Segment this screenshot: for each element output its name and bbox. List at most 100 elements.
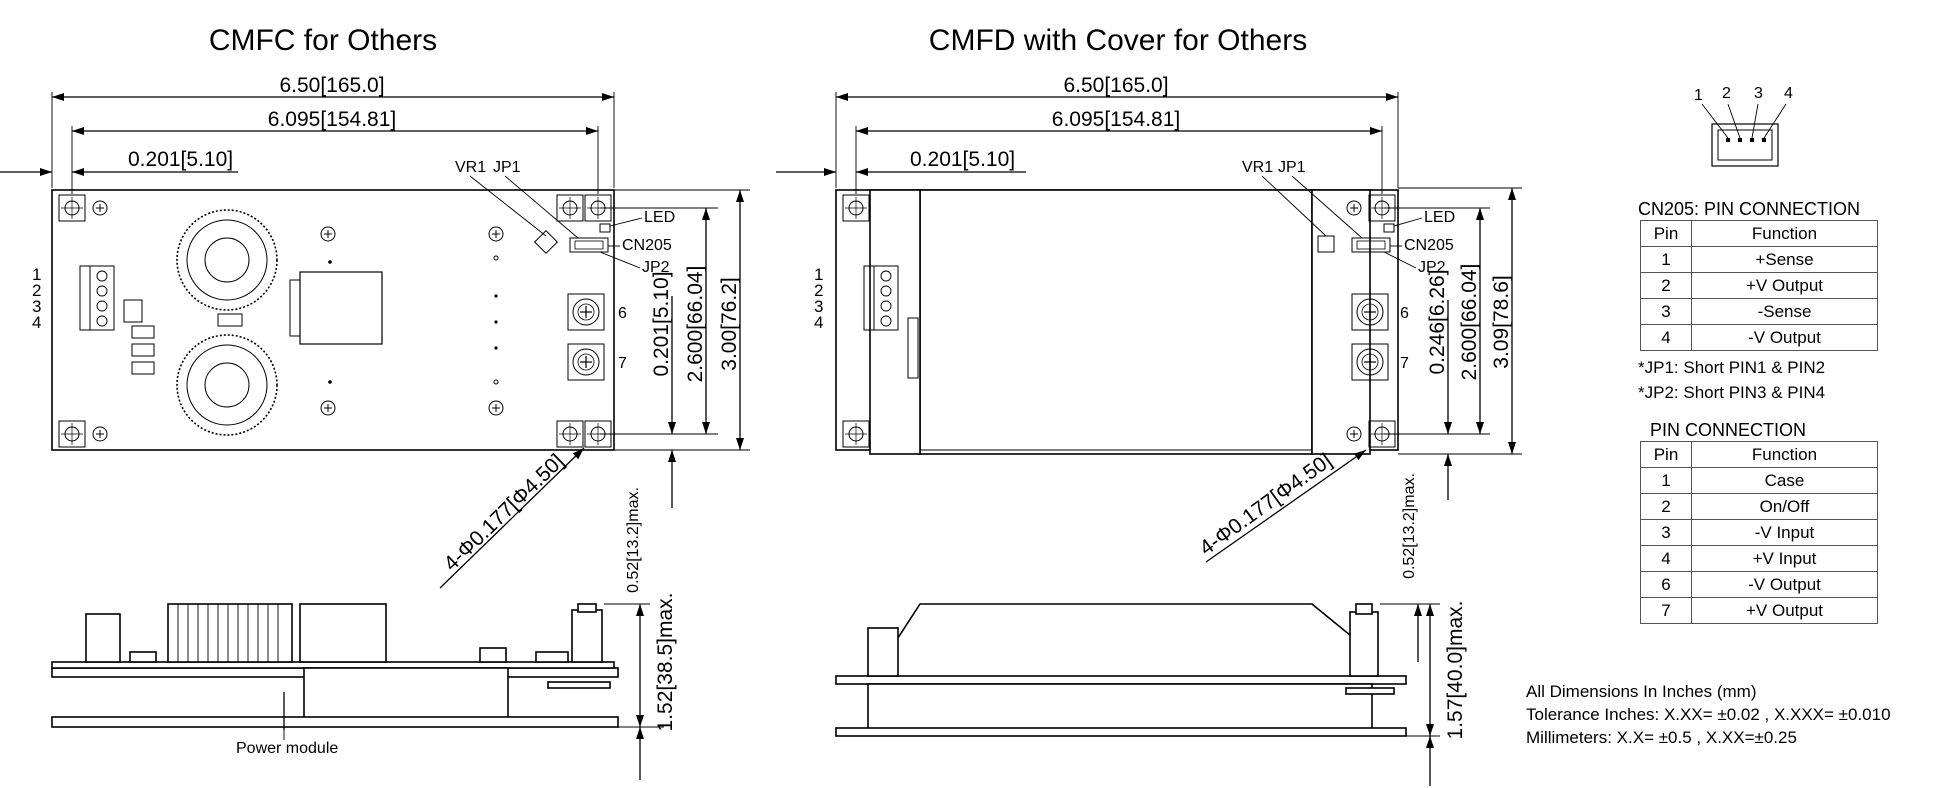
input-pin-3: 3 xyxy=(32,297,41,316)
table-cell-function: On/Off xyxy=(1691,493,1878,520)
connector-pin-3: 3 xyxy=(1754,85,1763,102)
cover-outline xyxy=(919,189,1313,455)
table-cell-function: +Sense xyxy=(1691,246,1878,273)
table-cell-function: -V Input xyxy=(1691,519,1878,546)
table-cell-pin: 2 xyxy=(1640,272,1692,299)
jumper-note-jp2: *JP2: Short PIN3 & PIN4 xyxy=(1638,383,1826,402)
left-board-outline xyxy=(51,189,615,451)
table-row: 6 -V Output xyxy=(1640,571,1878,598)
label-vr1: VR1 xyxy=(1242,159,1273,176)
cn205-connector-icon xyxy=(569,237,609,253)
table-row: 2 +V Output xyxy=(1640,272,1878,299)
toroid-inductor-icon xyxy=(176,209,278,311)
dim-left-overall-width: 6.50[165.0] xyxy=(279,74,384,97)
dim-right-hole-offset: 0.201[5.10] xyxy=(910,148,1015,171)
input-pin-2: 2 xyxy=(32,281,41,300)
led-icon xyxy=(599,223,611,233)
label-terminal-7: 7 xyxy=(618,355,627,372)
table-header-cell: Function xyxy=(1691,220,1878,247)
table-cell-pin: 3 xyxy=(1640,519,1692,546)
connector-pin-1: 1 xyxy=(1694,87,1703,104)
dim-right-overall-width: 6.50[165.0] xyxy=(1063,74,1168,97)
table-cell-pin: 1 xyxy=(1640,467,1692,494)
dim-left-mount-holes: 4-Φ0.177[Φ4.50] xyxy=(439,450,568,576)
label-terminal-7: 7 xyxy=(1400,355,1409,372)
dim-right-side-height: 1.57[40.0]max. xyxy=(1444,601,1467,740)
connector-housing-icon xyxy=(1711,123,1779,167)
table-cell-function: +V Output xyxy=(1691,272,1878,299)
label-jp2: JP2 xyxy=(642,259,670,276)
label-led: LED xyxy=(644,209,675,226)
input-pin-3: 3 xyxy=(814,297,823,316)
note-tolerance-mm: Millimeters: X.X= ±0.5 , X.XX=±0.25 xyxy=(1526,728,1797,747)
label-jp1: JP1 xyxy=(1278,159,1306,176)
table-cell-function: -V Output xyxy=(1691,571,1878,598)
label-terminal-6: 6 xyxy=(618,305,627,322)
dim-left-clearance: 0.52[13.2]max. xyxy=(625,487,642,593)
connector-pin-4: 4 xyxy=(1784,85,1793,102)
input-pin-1: 1 xyxy=(32,265,41,284)
table-row: 7 +V Output xyxy=(1640,597,1878,624)
cover-side-icon xyxy=(866,603,1357,685)
cn205-connector-icon xyxy=(1351,237,1391,253)
cn205-pin-table: Pin Function 1 +Sense 2 +V Output 3 -Sen… xyxy=(1640,220,1878,351)
dim-right-mount-holes: 4-Φ0.177[Φ4.50] xyxy=(1195,449,1336,560)
table-cell-pin: 7 xyxy=(1640,597,1692,624)
left-top-view: VR1 JP1 LED CN205 JP2 6 7 1 2 3 4 xyxy=(32,159,675,451)
pin-tables-panel: CN205: PIN CONNECTION Pin Function 1 +Se… xyxy=(1638,198,1878,624)
label-cn205: CN205 xyxy=(1404,237,1454,254)
jumper-notes: *JP1: Short PIN1 & PIN2 *JP2: Short PIN3… xyxy=(1638,355,1878,405)
table-cell-pin: 1 xyxy=(1640,246,1692,273)
left-view-title: CMFC for Others xyxy=(209,24,437,57)
table-cell-function: +V Input xyxy=(1691,545,1878,572)
dim-right-overall-height: 3.09[78.6] xyxy=(1490,275,1513,368)
input-pin-4: 4 xyxy=(814,313,823,332)
note-tolerance-inches: Tolerance Inches: X.XX= ±0.02 , X.XXX= ±… xyxy=(1526,705,1891,724)
label-vr1: VR1 xyxy=(455,159,486,176)
connector-pin-2: 2 xyxy=(1722,85,1731,102)
dim-left-overall-height: 3.00[76.2] xyxy=(718,277,741,370)
table-header-row: Pin Function xyxy=(1640,220,1878,247)
table-cell-function: +V Output xyxy=(1691,597,1878,624)
general-notes: All Dimensions In Inches (mm) Tolerance … xyxy=(1526,680,1891,749)
table-row: 1 Case xyxy=(1640,467,1878,494)
cn205-table-caption: CN205: PIN CONNECTION xyxy=(1638,199,1861,219)
dim-left-hole-height: 2.600[66.04] xyxy=(684,266,707,383)
table-header-row: Pin Function xyxy=(1640,441,1878,468)
label-cn205: CN205 xyxy=(622,237,672,254)
right-view-title: CMFD with Cover for Others xyxy=(929,24,1307,57)
table-cell-pin: 4 xyxy=(1640,324,1692,351)
table-row: 4 +V Input xyxy=(1640,545,1878,572)
table-row: 1 +Sense xyxy=(1640,246,1878,273)
table-cell-pin: 6 xyxy=(1640,571,1692,598)
capacitor-side-icon xyxy=(299,603,387,663)
dim-right-hole-height: 2.600[66.04] xyxy=(1458,264,1481,381)
table-row: 3 -V Input xyxy=(1640,519,1878,546)
dim-left-side-height: 1.52[38.5]max. xyxy=(654,593,677,732)
toroid-inductor-icon xyxy=(176,334,278,436)
table-cell-pin: 3 xyxy=(1640,298,1692,325)
table-cell-function: Case xyxy=(1691,467,1878,494)
table-cell-pin: 4 xyxy=(1640,545,1692,572)
label-terminal-6: 6 xyxy=(1400,305,1409,322)
potentiometer-vr1-icon xyxy=(533,229,559,255)
cn205-connector-diagram: 1 2 3 4 xyxy=(1694,85,1793,167)
table-cell-function: -Sense xyxy=(1691,298,1878,325)
table-row: 4 -V Output xyxy=(1640,324,1878,351)
table-header-cell: Pin xyxy=(1640,220,1692,247)
dim-right-hole-offset-vertical: 0.246[6.26] xyxy=(1426,269,1449,374)
label-jp2: JP2 xyxy=(1418,259,1446,276)
note-dimension-units: All Dimensions In Inches (mm) xyxy=(1526,682,1757,701)
table-row: 2 On/Off xyxy=(1640,493,1878,520)
input-pin-4: 4 xyxy=(32,313,41,332)
pin-connection-table: Pin Function 1 Case 2 On/Off 3 -V Input … xyxy=(1640,441,1878,624)
table-row: 3 -Sense xyxy=(1640,298,1878,325)
inductor-side-icon xyxy=(167,603,293,663)
dim-right-clearance: 0.52[13.2]max. xyxy=(1401,473,1418,579)
right-top-view: VR1 JP1 LED CN205 JP2 6 7 1 2 3 4 xyxy=(814,159,1455,455)
dim-right-hole-span: 6.095[154.81] xyxy=(1052,108,1180,131)
led-icon xyxy=(1383,223,1395,233)
pin-table-caption: PIN CONNECTION xyxy=(1650,420,1807,440)
right-side-view: 1.57[40.0]max. 0.52[13.2]max. xyxy=(835,473,1467,786)
